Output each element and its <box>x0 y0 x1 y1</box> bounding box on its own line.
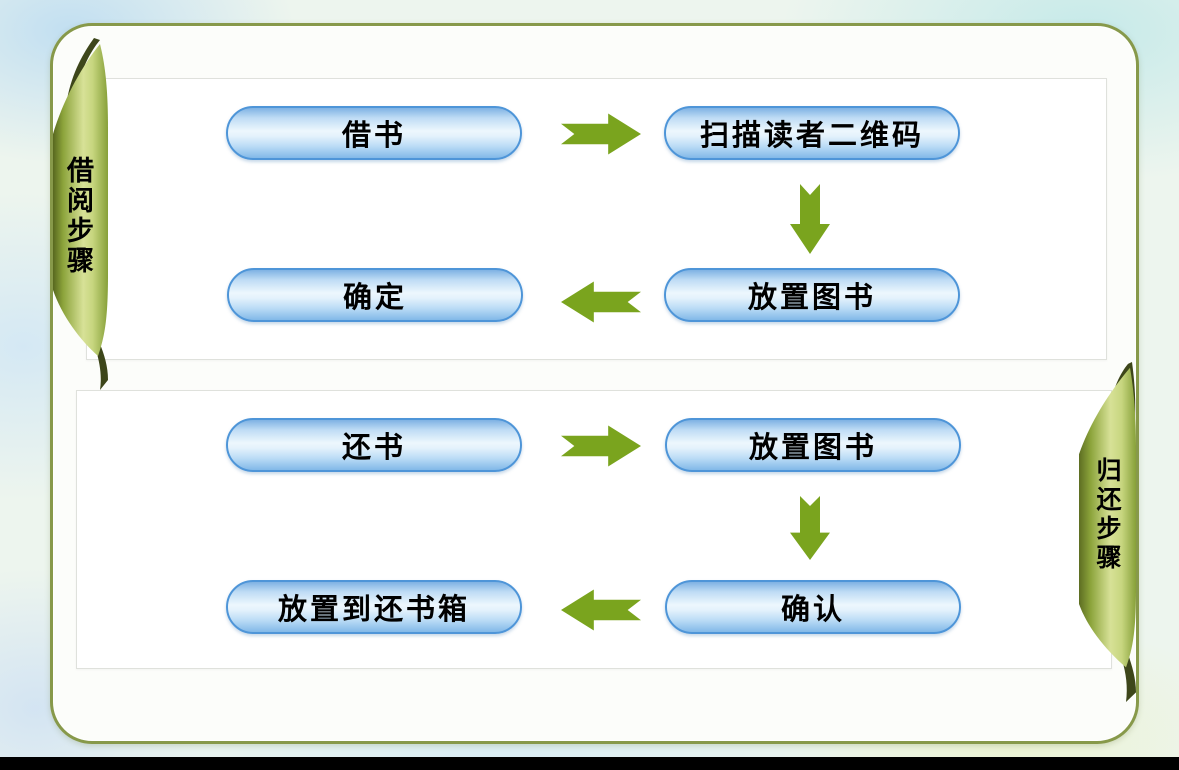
flow-node-place-books-return: 放置图书 <box>665 418 961 472</box>
return-ribbon-banner <box>1079 362 1136 702</box>
arrow-left-icon <box>561 281 641 323</box>
flow-node-return-box: 放置到还书箱 <box>226 580 522 634</box>
borrow-ribbon-label: 借阅步骤 <box>63 156 93 276</box>
flow-node-confirm-borrow: 确定 <box>227 268 523 322</box>
bottom-black-bar <box>0 757 1179 770</box>
arrow-right-icon <box>561 113 641 155</box>
flow-node-place-books-borrow: 放置图书 <box>664 268 960 322</box>
arrow-down-icon <box>790 184 830 254</box>
return-ribbon-label: 归还步骤 <box>1093 457 1121 573</box>
arrow-right-icon <box>561 425 641 467</box>
ribbon-body <box>1079 367 1136 668</box>
ribbon-body <box>53 44 108 356</box>
flow-node-return: 还书 <box>226 418 522 472</box>
flow-node-confirm-return: 确认 <box>665 580 961 634</box>
arrow-left-icon <box>561 589 641 631</box>
arrow-down-icon <box>790 496 830 560</box>
borrow-ribbon-banner <box>53 38 108 390</box>
ribbon-fold-bottom-icon <box>96 344 108 390</box>
flow-node-borrow: 借书 <box>226 106 522 160</box>
flow-node-scan-qr: 扫描读者二维码 <box>664 106 960 160</box>
